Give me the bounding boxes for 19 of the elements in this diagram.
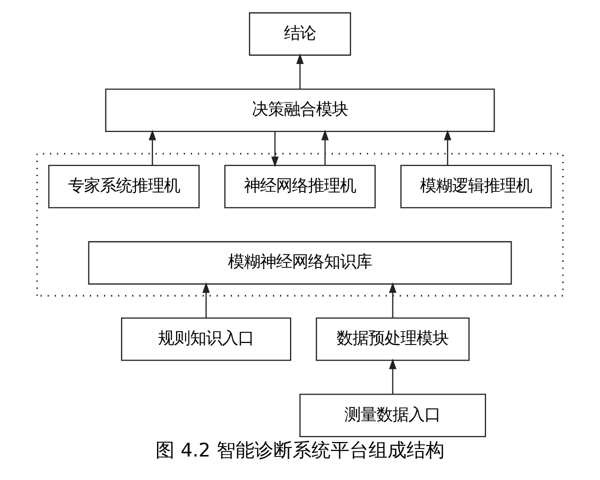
node-box: 规则知识入口 bbox=[121, 317, 292, 361]
node-box: 决策融合模块 bbox=[105, 88, 495, 132]
node-box: 数据预处理模块 bbox=[316, 317, 470, 361]
arrow bbox=[202, 282, 210, 318]
arrow bbox=[389, 358, 396, 394]
arrow bbox=[296, 53, 304, 90]
arrow bbox=[271, 132, 279, 168]
cluster bbox=[36, 152, 564, 297]
node-box: 模糊逻辑推理机 bbox=[400, 164, 552, 208]
arrow bbox=[389, 282, 396, 318]
node-box: 模糊神经网络知识库 bbox=[88, 241, 512, 285]
caption: 图 4.2 智能诊断系统平台组成结构 bbox=[156, 440, 444, 462]
node-box: 测量数据入口 bbox=[299, 394, 486, 438]
node-box: 神经网络推理机 bbox=[224, 164, 376, 208]
node-box: 专家系统推理机 bbox=[48, 164, 200, 208]
arrow bbox=[321, 130, 329, 166]
arrow bbox=[148, 130, 156, 166]
arrow bbox=[444, 130, 452, 166]
node-box: 结论 bbox=[248, 12, 352, 56]
